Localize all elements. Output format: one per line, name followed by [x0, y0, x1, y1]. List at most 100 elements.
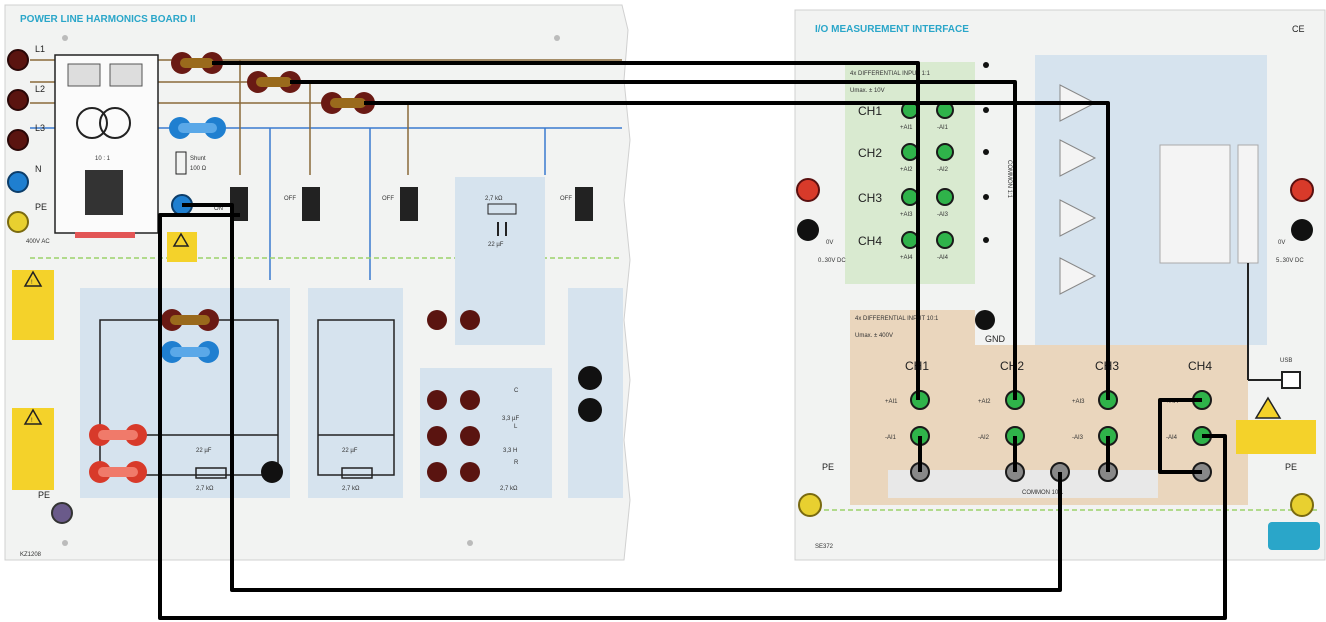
controller-chip [1160, 145, 1230, 263]
rlc-r-value: 2,7 kΩ [500, 486, 518, 492]
supply-right-0v: 0V [1278, 240, 1285, 246]
terminal-label-l2: L2 [35, 84, 45, 94]
screw-icon [554, 35, 560, 41]
usb-chip [1238, 145, 1258, 263]
svg-text:-AI4: -AI4 [937, 255, 949, 261]
svg-text:-AI1: -AI1 [937, 125, 949, 131]
supply-0v-right[interactable] [1291, 219, 1313, 241]
breaker-icon [68, 64, 100, 86]
terminal-label-pe: PE [35, 202, 47, 212]
ce-mark: CE [1292, 24, 1305, 34]
rlc-l-value: 3,3 H [503, 448, 517, 454]
minus-ai1-10: -AI1 [885, 435, 897, 441]
jack-l3[interactable] [8, 130, 28, 150]
svg-text:-AI2: -AI2 [937, 167, 949, 173]
warning-sign-3 [167, 232, 197, 262]
jack-black[interactable] [578, 366, 602, 390]
svg-text:+AI3: +AI3 [900, 212, 913, 218]
right-board-title: I/O MEASUREMENT INTERFACE [815, 24, 969, 35]
pe-bottom-label: PE [38, 490, 50, 500]
ch2-10-label: CH2 [1000, 359, 1024, 373]
terminal-label-n: N [35, 164, 42, 174]
shunt-value: 100 Ω [190, 166, 207, 172]
svg-text:-AI3: -AI3 [937, 212, 949, 218]
svg-text:CH4: CH4 [858, 234, 882, 248]
power-line-harmonics-board: POWER LINE HARMONICS BOARD II KZ1208 L1 … [5, 5, 630, 560]
plus-ai1-10: +AI1 [885, 399, 898, 405]
terminal-label-l1: L1 [35, 44, 45, 54]
jack-l2[interactable] [8, 90, 28, 110]
usb-port[interactable] [1282, 372, 1300, 388]
warning-sign-2: ! [12, 408, 54, 490]
supply-plus-left[interactable] [797, 179, 819, 201]
supply-left-0v: 0V [826, 240, 833, 246]
jack-gnd[interactable] [975, 310, 995, 330]
minus-ai2-10: -AI2 [978, 435, 990, 441]
jack-pe-right-2[interactable] [1291, 494, 1313, 516]
jack-n[interactable] [8, 172, 28, 192]
rectifier-module-3 [568, 288, 623, 498]
common-10-1-label: COMMON 10:1 [1022, 490, 1064, 496]
minus-ai3-10: -AI3 [1072, 435, 1084, 441]
jack-pe[interactable] [8, 212, 28, 232]
jack-ai4-plus-1-1[interactable] [902, 232, 918, 248]
svg-text:+AI2: +AI2 [900, 167, 913, 173]
jack-black[interactable] [261, 461, 283, 483]
breaker-icon [110, 64, 142, 86]
plus-ai3-10: +AI3 [1072, 399, 1085, 405]
shunt-label: Shunt [190, 156, 206, 162]
rlc-c-label: C [514, 388, 519, 394]
svg-text:CH2: CH2 [858, 146, 882, 160]
terminal-label-l3: L3 [35, 123, 45, 133]
jack-ai4-minus-1-1[interactable] [937, 232, 953, 248]
minus-ai4-10: -AI4 [1166, 435, 1178, 441]
jack[interactable] [460, 310, 480, 330]
screw-icon [62, 35, 68, 41]
svg-text:+AI1: +AI1 [900, 125, 913, 131]
left-article-no: KZ1208 [20, 552, 42, 558]
panel-10-1-heading: 4x DIFFERENTIAL INPUT 10:1 [855, 316, 939, 322]
supply-right-range: 5..30V DC [1276, 258, 1304, 264]
jack-ai3-plus-1-1[interactable] [902, 189, 918, 205]
panel-1-1-range: Umax. ± 10V [850, 88, 885, 94]
right-article-no: SE372 [815, 544, 834, 550]
svg-text:OFF: OFF [560, 196, 572, 202]
screw-icon [467, 540, 473, 546]
svg-text:+AI4: +AI4 [900, 255, 913, 261]
jack-ai3-minus-1-1[interactable] [937, 189, 953, 205]
logo-icon [1268, 522, 1320, 550]
res-value-2: 2,7 kΩ [342, 486, 360, 492]
screw-icon [62, 540, 68, 546]
jack-pe-right-1[interactable] [799, 494, 821, 516]
jack-black[interactable] [578, 398, 602, 422]
jack-ai2-plus-1-1[interactable] [902, 144, 918, 160]
panel-10-1-range: Umax. ± 400V [855, 333, 893, 339]
rc-c-value: 22 µF [488, 242, 504, 248]
jack-pe-bottom[interactable] [52, 503, 72, 523]
jack[interactable] [427, 310, 447, 330]
pe-right-label: PE [1285, 462, 1297, 472]
svg-text:CH1: CH1 [858, 104, 882, 118]
svg-text:CH3: CH3 [858, 191, 882, 205]
svg-text:OFF: OFF [382, 196, 394, 202]
jack-l1[interactable] [8, 50, 28, 70]
pe-left-label: PE [822, 462, 834, 472]
cap-value-2: 22 µF [342, 448, 358, 454]
ch4-10-label: CH4 [1188, 359, 1212, 373]
svg-text:OFF: OFF [284, 196, 296, 202]
usb-label: USB [1280, 358, 1292, 364]
res-value-1: 2,7 kΩ [196, 486, 214, 492]
indicator-strip [75, 232, 135, 238]
supply-0v-left[interactable] [797, 219, 819, 241]
plus-ai2-10: +AI2 [978, 399, 991, 405]
common-1-1-label: COMMON 1:1 [1006, 160, 1012, 199]
rc-r-value: 2,7 kΩ [485, 196, 503, 202]
jack-ai2-minus-1-1[interactable] [937, 144, 953, 160]
voltage-label: 400V AC [26, 239, 50, 245]
warning-sign-1: ! [12, 270, 54, 340]
transformer-ratio: 10 : 1 [95, 156, 111, 162]
supply-plus-right[interactable] [1291, 179, 1313, 201]
gnd-label: GND [985, 334, 1006, 344]
rlc-c-value: 3,3 µF [502, 416, 519, 422]
left-board-title: POWER LINE HARMONICS BOARD II [20, 14, 196, 25]
